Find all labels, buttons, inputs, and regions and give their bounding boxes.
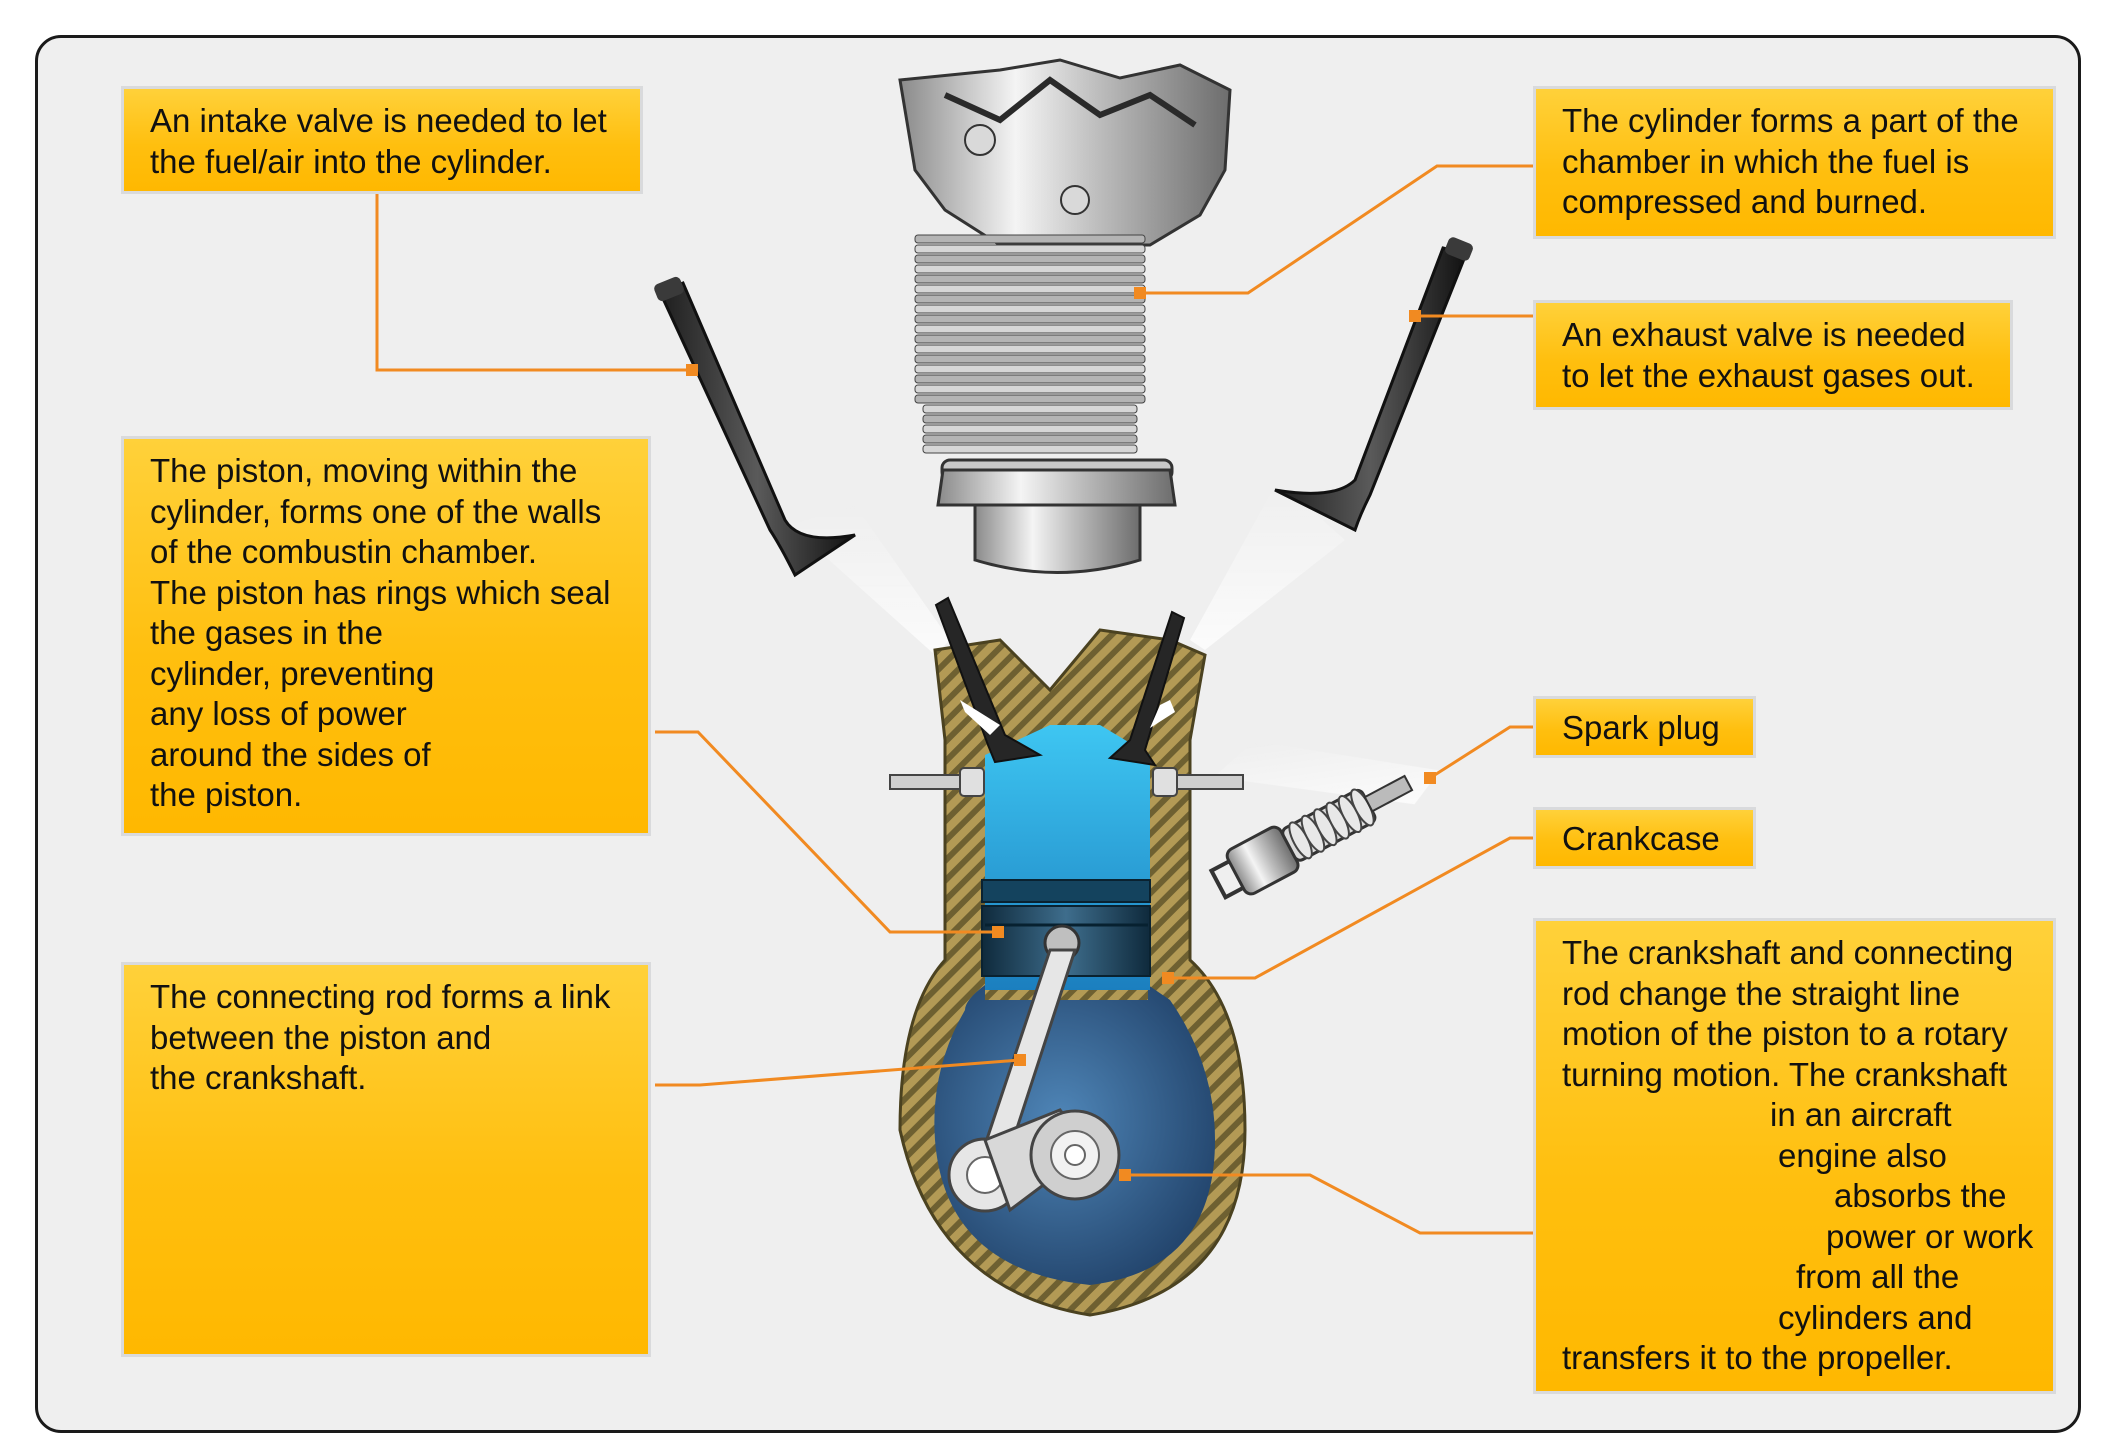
callout-line: to let the exhaust gases out. [1562, 356, 1975, 394]
callout-line: The piston has rings which seal [150, 573, 611, 611]
callout-line: from all the [1796, 1258, 1960, 1295]
callout-line: cylinder, forms one of the walls [150, 492, 602, 530]
cylinder-fin [914, 254, 1146, 264]
callout-line: between the piston and [150, 1018, 492, 1056]
callout-line: An intake valve is needed to let [150, 102, 607, 139]
cylinder-fin [914, 364, 1146, 374]
callout-line: the crankshaft. [150, 1059, 367, 1096]
callout-line: An exhaust valve is needed [1562, 316, 1966, 353]
cylinder-fin [914, 264, 1146, 274]
engine-cutaway-icon [889, 596, 1247, 1317]
callout-connecting-rod: The connecting rod forms a link between … [121, 962, 651, 1357]
cylinder-fin [914, 334, 1146, 344]
callout-line: The connecting rod forms a link [150, 978, 611, 1015]
callout-line: the piston. [150, 776, 303, 813]
callout-line: The cylinder forms a part of the [1562, 102, 2019, 139]
cylinder-fin [922, 434, 1138, 444]
callout-line: cylinder, preventing [150, 654, 435, 692]
callout-line: around the sides of [150, 735, 431, 773]
callout-line: the gases in the [150, 614, 383, 651]
cylinder-fin [922, 404, 1138, 414]
callout-line: in an aircraft [1770, 1096, 1952, 1133]
cylinder-fin [914, 294, 1146, 304]
cylinder-fin [914, 344, 1146, 354]
cylinder-icon [898, 58, 1232, 574]
leader-endpoints [686, 287, 1436, 1181]
callout-line: rod change the straight line [1562, 974, 1961, 1012]
cylinder-fin [914, 284, 1146, 294]
cylinder-fin [922, 414, 1138, 424]
exhaust-valve-icon [1274, 237, 1473, 533]
callout-line: Spark plug [1562, 709, 1720, 746]
leader-lines [375, 164, 1537, 1235]
cylinder-fin [914, 234, 1146, 244]
callout-line: The crankshaft and connecting [1562, 934, 2014, 971]
callout-line: engine also [1778, 1136, 1947, 1174]
callout-line: power or work [1826, 1217, 2034, 1255]
cylinder-fin [914, 314, 1146, 324]
callout-line: any loss of power [150, 695, 407, 732]
cylinder-fin [922, 444, 1138, 454]
cylinder-fin [914, 394, 1146, 404]
cylinder-fin [914, 304, 1146, 314]
callout-line: chamber in which the fuel is [1562, 142, 1970, 180]
cylinder-fin [914, 244, 1146, 254]
callout-crankshaft: The crankshaft and connecting rod change… [1533, 918, 2056, 1394]
callout-intake-valve: An intake valve is needed to let the fue… [121, 86, 643, 194]
callout-line: Crankcase [1562, 820, 1720, 857]
cylinder-fin [914, 384, 1146, 394]
callout-line: motion of the piston to a rotary [1562, 1015, 2008, 1052]
cylinder-fin [914, 354, 1146, 364]
callout-line: transfers it to the propeller. [1562, 1339, 1953, 1376]
callout-exhaust-valve: An exhaust valve is needed to let the ex… [1533, 300, 2013, 410]
spark-plug-icon [1208, 774, 1414, 900]
callout-piston: The piston, moving within the cylinder, … [121, 436, 651, 836]
small-spark-plug-right [1152, 767, 1244, 797]
intake-valve-icon [654, 276, 856, 578]
callout-line: of the combustin chamber. [150, 533, 538, 570]
callout-line: compressed and burned. [1562, 183, 1928, 220]
callout-line: absorbs the [1834, 1177, 2007, 1214]
cylinder-fin [914, 374, 1146, 384]
callout-line: turning motion. The crankshaft [1562, 1055, 2008, 1093]
callout-crankcase: Crankcase [1533, 807, 1756, 869]
callout-spark-plug: Spark plug [1533, 696, 1756, 758]
cylinder-fin [922, 424, 1138, 434]
callout-line: the fuel/air into the cylinder. [150, 142, 552, 180]
small-spark-plug-left [889, 767, 985, 797]
callout-line: cylinders and [1778, 1298, 1973, 1336]
callout-cylinder: The cylinder forms a part of the chamber… [1533, 86, 2056, 239]
cylinder-fin [914, 324, 1146, 334]
cylinder-fin [914, 274, 1146, 284]
callout-line: The piston, moving within the [150, 452, 578, 489]
